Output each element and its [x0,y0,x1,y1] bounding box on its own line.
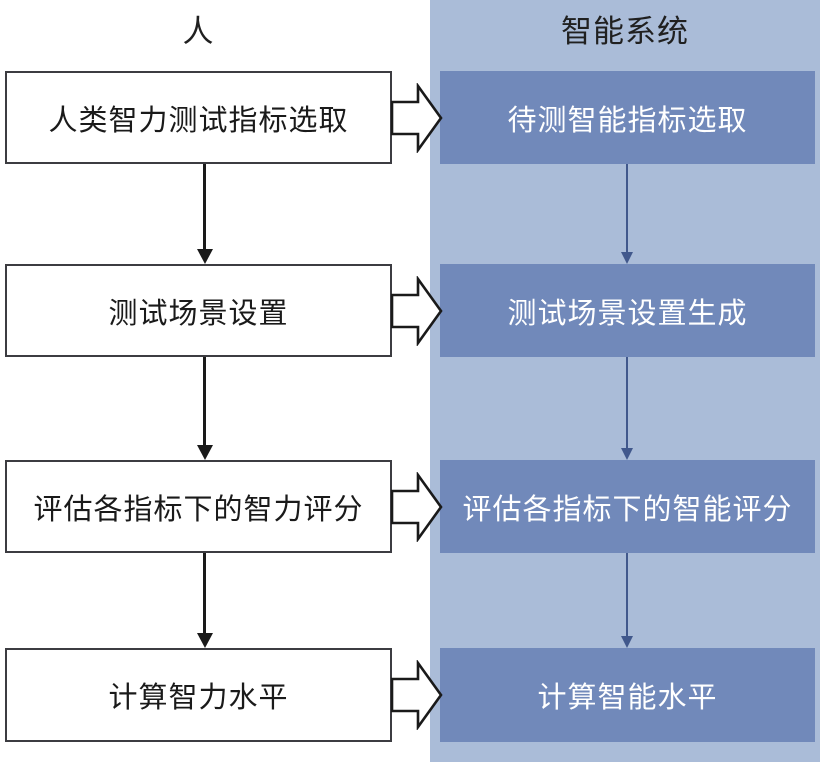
block-arrow-right-icon-2 [391,276,443,346]
process-box-system-1[interactable]: 待测智能指标选取 [440,71,815,164]
process-box-human-3[interactable]: 评估各指标下的智力评分 [5,460,392,553]
process-box-human-4[interactable]: 计算智力水平 [5,648,392,742]
process-box-system-2[interactable]: 测试场景设置生成 [440,264,815,357]
flow-arrow-down-system-3 [620,553,634,648]
process-box-human-2[interactable]: 测试场景设置 [5,264,392,357]
process-box-human-1[interactable]: 人类智力测试指标选取 [5,71,392,164]
process-box-system-3[interactable]: 评估各指标下的智能评分 [440,460,815,553]
column-header-intelligent-system: 智能系统 [561,14,689,49]
flow-arrow-down-human-2 [196,357,214,460]
flow-arrow-down-human-1 [196,164,214,264]
column-header-human: 人 [182,14,215,49]
flow-arrow-down-system-1 [620,164,634,264]
block-arrow-right-icon-1 [391,83,443,153]
flow-arrow-down-human-3 [196,553,214,648]
process-box-system-4[interactable]: 计算智能水平 [440,648,815,742]
block-arrow-right-icon-3 [391,472,443,542]
flow-arrow-down-system-2 [620,357,634,460]
block-arrow-right-icon-4 [391,660,443,730]
